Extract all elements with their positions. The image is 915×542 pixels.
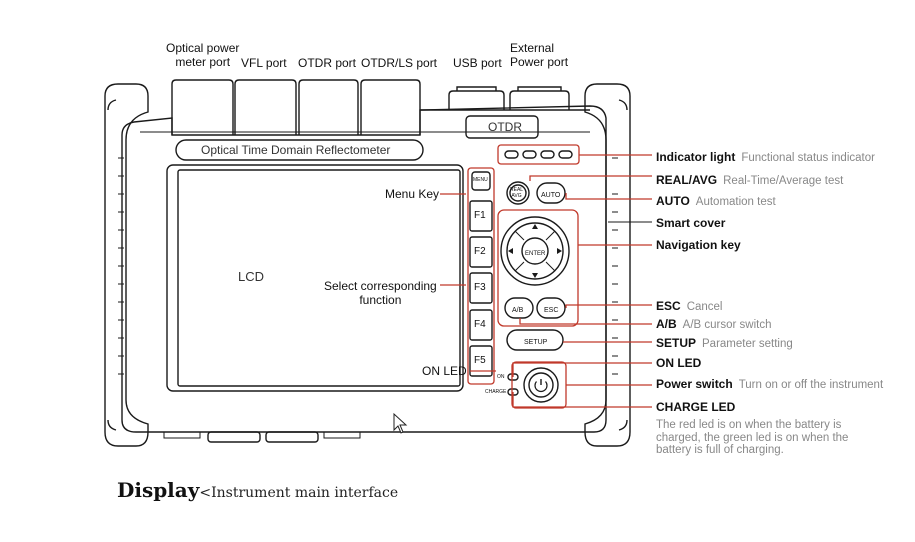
label-vfl-port: VFL port: [241, 56, 287, 70]
setup-key[interactable]: SETUP: [524, 339, 548, 346]
label-optical-power-meter-port: Optical power meter port: [166, 41, 240, 69]
function-key-column: [469, 171, 493, 377]
label-otdr-ls-port: OTDR/LS port: [361, 56, 438, 70]
right-bumper: [584, 83, 631, 447]
model-band: [175, 139, 424, 161]
lcd-label: LCD: [238, 269, 265, 284]
caption-title: Display: [117, 478, 200, 502]
f1-key[interactable]: F1: [474, 210, 486, 221]
enter-key[interactable]: ENTER: [525, 251, 546, 257]
ab-key[interactable]: A/B: [512, 307, 524, 314]
left-bumper: [104, 83, 149, 447]
menu-key-text: MENU: [473, 177, 488, 183]
auto-key[interactable]: AUTO: [541, 192, 561, 199]
lcd-screen: [177, 169, 461, 387]
caption-subtitle: <Instrument main interface: [199, 485, 399, 501]
charge-led-note: The red led is on when the battery is ch…: [656, 419, 849, 456]
annotation-charge-led: CHARGE LED: [656, 400, 736, 414]
label-otdr-port: OTDR port: [298, 56, 357, 70]
annotation-on-led: ON LED: [656, 356, 702, 370]
esc-key[interactable]: ESC: [544, 307, 559, 314]
brand-plate: [465, 115, 539, 139]
label-external-power-port: External Power port: [510, 41, 569, 69]
label-select-function: Select corresponding function: [324, 279, 437, 307]
f2-key[interactable]: F2: [474, 246, 486, 257]
f4-key[interactable]: F4: [474, 319, 486, 330]
f3-key[interactable]: F3: [474, 282, 486, 293]
annotation-smart-cover: Smart cover: [656, 216, 726, 230]
f5-key[interactable]: F5: [474, 355, 486, 366]
charge-led-small-label: CHARGE: [485, 389, 507, 395]
real-avg-key[interactable]: REAL AVG: [510, 187, 524, 199]
annotation-navigation-key: Navigation key: [656, 238, 741, 252]
brand-plate-text: OTDR: [488, 120, 522, 134]
model-band-text: Optical Time Domain Reflectometer: [201, 143, 391, 157]
caption: Display<Instrument main interface: [117, 478, 398, 502]
label-menu-key: Menu Key: [385, 187, 440, 201]
on-led-small-label: ON: [497, 374, 505, 380]
label-usb-port: USB port: [453, 56, 502, 70]
indicator-leds: [504, 150, 573, 159]
label-on-led-left: ON LED: [422, 364, 467, 378]
